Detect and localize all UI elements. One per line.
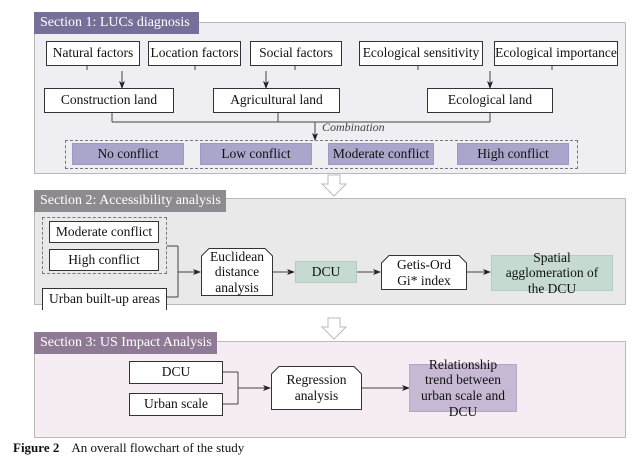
conflict-input-group [42, 217, 167, 274]
process-euclidean: Euclidean distance analysis [201, 248, 273, 296]
land-ecological: Ecological land [427, 88, 553, 113]
figure-caption: Figure 2 An overall flowchart of the stud… [13, 440, 244, 456]
conflict-none: No conflict [72, 143, 184, 165]
section3-title: Section 3: US Impact Analysis [34, 332, 217, 354]
factor-ecological-importance: Ecological importance [494, 41, 618, 66]
factor-social: Social factors [250, 41, 342, 66]
factor-natural: Natural factors [46, 41, 140, 66]
land-agricultural: Agricultural land [213, 88, 340, 113]
land-construction: Construction land [44, 88, 174, 113]
dcu-output: DCU [295, 261, 357, 283]
input-moderate-conflict: Moderate conflict [49, 221, 159, 243]
input-urban-scale: Urban scale [129, 393, 223, 416]
conflict-high: High conflict [457, 143, 569, 165]
input-dcu: DCU [129, 361, 223, 384]
spatial-agglomeration-output: Spatial agglomeration of the DCU [491, 250, 613, 296]
factor-ecological-sensitivity: Ecological sensitivity [359, 41, 483, 66]
figure-label: Figure 2 [13, 440, 60, 455]
section2-title: Section 2: Accessibility analysis [34, 190, 226, 212]
figure-caption-text: An overall flowchart of the study [71, 440, 245, 455]
relationship-trend-output: Relationship trend between urban scale a… [409, 357, 517, 419]
conflict-group [65, 140, 578, 169]
section-transition-arrow [320, 317, 348, 340]
section1-title: Section 1: LUCs diagnosis [34, 12, 199, 34]
conflict-moderate: Moderate conflict [328, 143, 434, 165]
factor-location: Location factors [148, 41, 241, 66]
input-urban-built-up: Urban built-up areas [42, 288, 167, 310]
conflict-low: Low conflict [200, 143, 312, 165]
process-getis-ord: Getis-Ord Gi* index [381, 255, 467, 290]
combination-label: Combination [322, 120, 385, 134]
section-transition-arrow [320, 174, 348, 197]
input-high-conflict: High conflict [49, 249, 159, 271]
process-regression: Regression analysis [271, 366, 362, 410]
